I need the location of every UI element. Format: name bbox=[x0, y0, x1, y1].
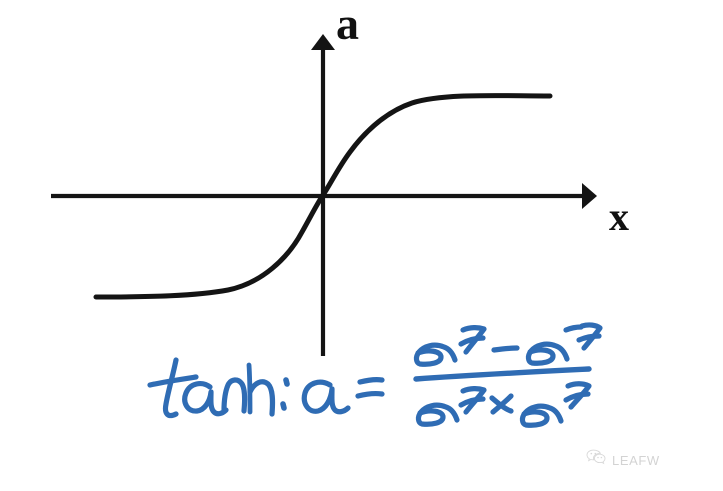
handwritten-tanh bbox=[147, 357, 276, 419]
x-axis-arrowhead bbox=[582, 183, 597, 209]
handwritten-a bbox=[301, 379, 351, 415]
handwritten-equals bbox=[355, 377, 385, 399]
wechat-icon bbox=[586, 449, 606, 471]
handwritten-fraction-bar bbox=[413, 366, 592, 382]
watermark: LEAFW bbox=[586, 449, 660, 471]
y-axis-arrowhead bbox=[311, 34, 335, 50]
handwritten-annotation bbox=[147, 322, 603, 428]
handwritten-colon bbox=[280, 377, 290, 411]
y-axis-label: a bbox=[336, 0, 359, 49]
x-axis-label: x bbox=[609, 194, 629, 239]
tanh-curve bbox=[93, 93, 553, 300]
watermark-text: LEAFW bbox=[612, 452, 660, 468]
handwritten-denominator bbox=[415, 381, 592, 428]
handwritten-numerator bbox=[413, 322, 603, 367]
